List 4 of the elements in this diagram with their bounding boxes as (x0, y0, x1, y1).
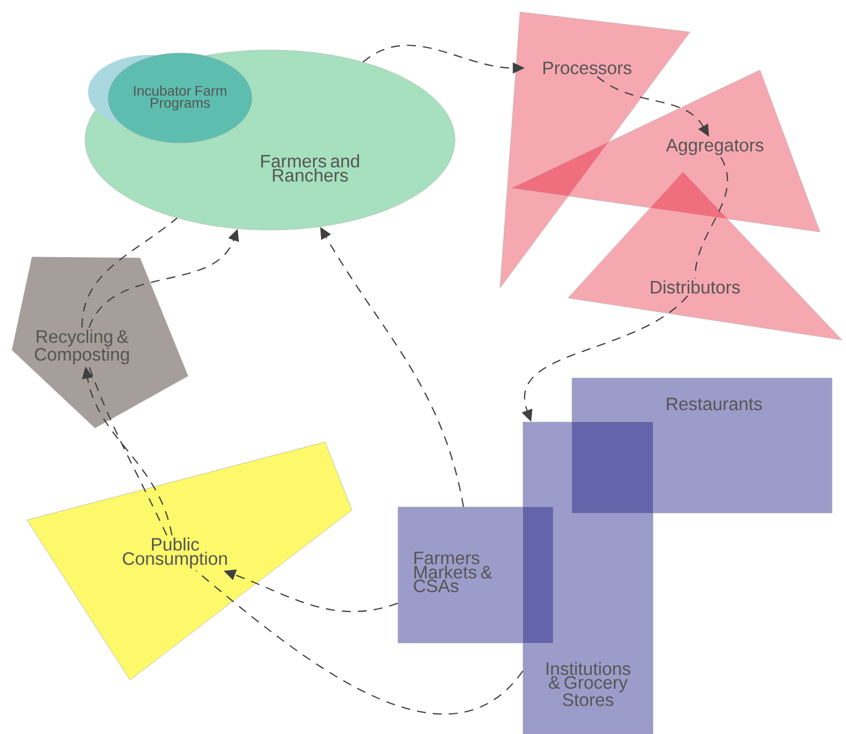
recycling-pentagon: Recycling & Composting (12, 256, 188, 428)
distributor-triangle: Distributors (568, 172, 842, 340)
consumption-polygon: Public Consumption (26, 442, 352, 680)
institution-rectangle: Institutions & Grocery Stores (522, 422, 654, 734)
